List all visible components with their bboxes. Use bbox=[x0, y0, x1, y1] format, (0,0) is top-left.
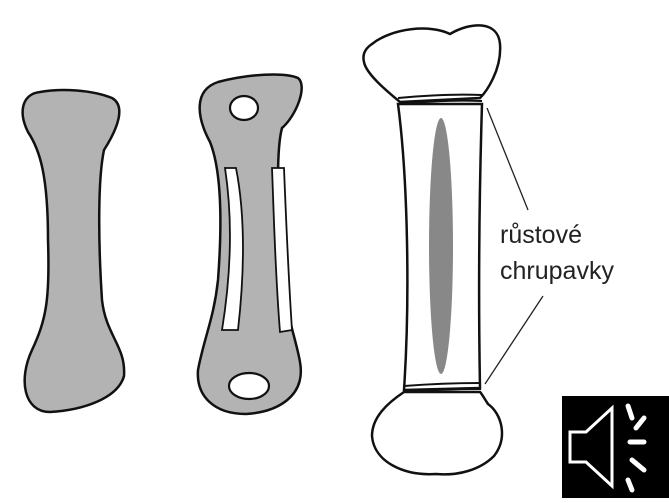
label-line-2: chrupavky bbox=[500, 256, 614, 286]
ossifying-bone bbox=[198, 75, 302, 414]
secondary-center-bottom bbox=[229, 373, 269, 399]
leader-line-bottom bbox=[485, 296, 543, 384]
speaker-icon bbox=[562, 396, 669, 498]
cartilage-model bbox=[23, 90, 124, 412]
epiphysis-bottom bbox=[372, 392, 502, 474]
leader-line-top bbox=[487, 108, 528, 210]
epiphysis-top bbox=[363, 25, 500, 102]
label-line-1: růstové bbox=[500, 220, 582, 250]
audio-button[interactable] bbox=[562, 396, 669, 498]
secondary-center-top bbox=[230, 96, 258, 120]
long-bone bbox=[363, 25, 501, 474]
marrow-cavity bbox=[429, 118, 453, 374]
